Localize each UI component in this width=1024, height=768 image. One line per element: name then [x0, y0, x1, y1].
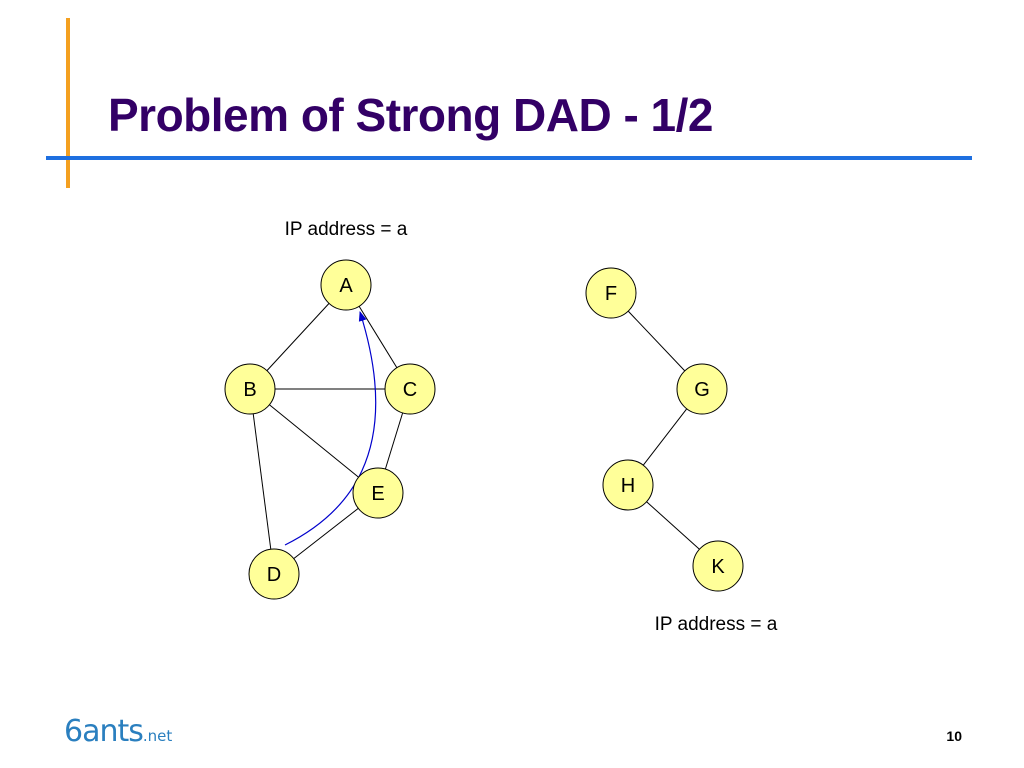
node-circle [585, 267, 637, 319]
accent-vertical-bar [66, 18, 70, 188]
node-e: E [352, 467, 404, 519]
page-number: 10 [946, 728, 962, 744]
node-circle [320, 259, 372, 311]
node-circle [352, 467, 404, 519]
node-h: H [602, 459, 654, 511]
slide-title: Problem of Strong DAD - 1/2 [108, 89, 713, 141]
node-circle [692, 540, 744, 592]
node-label: A [339, 275, 353, 297]
node-label: C [403, 379, 417, 401]
node-circle [384, 363, 436, 415]
edge-a-c [358, 306, 398, 368]
node-label: K [711, 556, 725, 578]
node-label: G [694, 379, 710, 401]
node-label: E [371, 483, 384, 505]
accent-horizontal-bar [46, 156, 972, 160]
ip-label-right: IP address = a [655, 614, 778, 635]
node-b: B [224, 363, 276, 415]
node-label: D [267, 564, 281, 586]
logo-main-text: 6ants [64, 714, 144, 749]
company-logo: 6ants.net [64, 714, 194, 758]
node-f: F [585, 267, 637, 319]
nodes-layer: A B C E D F G H K [224, 259, 744, 600]
edge-g-h [642, 408, 688, 466]
node-circle [248, 548, 300, 600]
node-circle [224, 363, 276, 415]
edges-layer [252, 303, 700, 560]
node-c: C [384, 363, 436, 415]
edge-e-d [293, 507, 359, 560]
node-circle [602, 459, 654, 511]
node-k: K [692, 540, 744, 592]
node-a: A [320, 259, 372, 311]
edge-c-e [384, 412, 404, 470]
node-label: H [621, 475, 635, 497]
edge-a-b [266, 303, 330, 371]
edge-b-e [269, 404, 359, 478]
node-d: D [248, 548, 300, 600]
node-circle [676, 363, 728, 415]
node-label: B [243, 379, 256, 401]
edge-h-k [646, 501, 700, 550]
node-g: G [676, 363, 728, 415]
edge-b-d [252, 413, 272, 550]
path-d-to-a-arrow [284, 311, 377, 546]
node-label: F [605, 283, 617, 305]
edge-f-g [627, 310, 686, 372]
ip-label-left: IP address = a [285, 219, 408, 240]
logo-suffix-text: .net [142, 727, 173, 745]
